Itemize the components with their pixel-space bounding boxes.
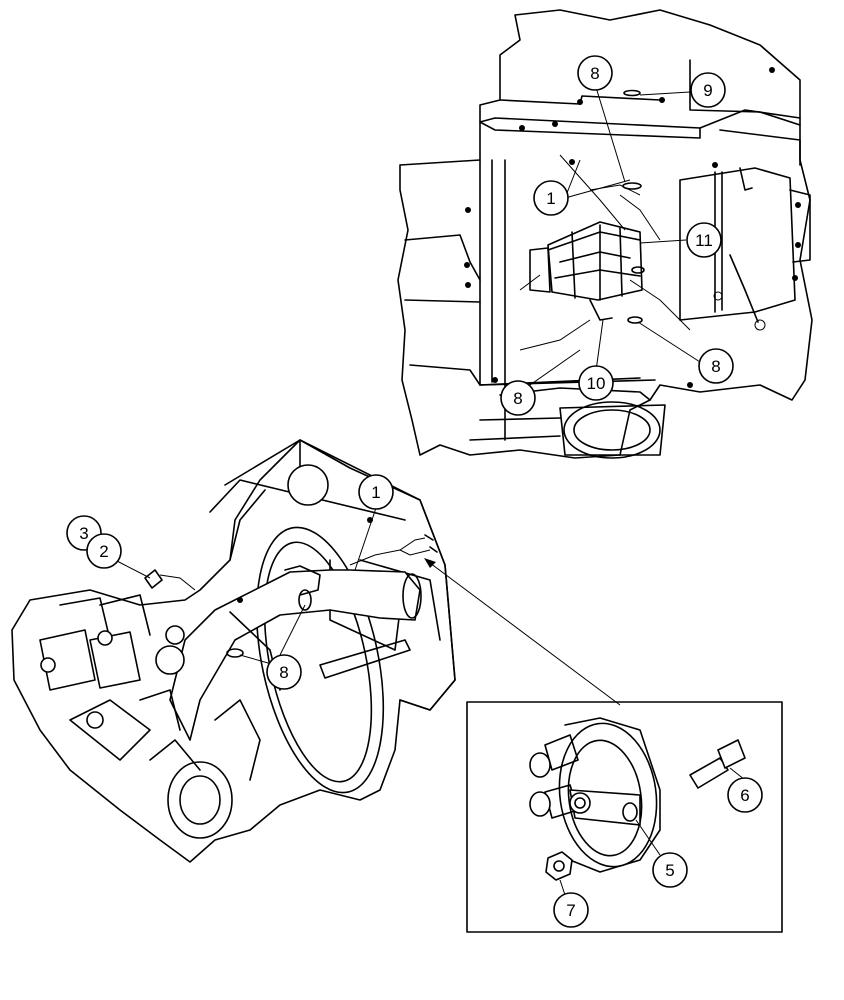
upper-frame-assembly bbox=[397, 9, 813, 459]
callout-8-bottom: 8 bbox=[266, 654, 302, 690]
callout-label: 10 bbox=[587, 374, 606, 393]
callout-label: 8 bbox=[711, 357, 720, 376]
callout-label: 1 bbox=[371, 483, 380, 502]
callout-label: 8 bbox=[279, 663, 288, 682]
inset-leader-line bbox=[425, 559, 621, 706]
callout-label: 1 bbox=[546, 189, 555, 208]
callout-label: 3 bbox=[79, 524, 88, 543]
callout-8-top: 8 bbox=[577, 55, 613, 91]
callout-label: 8 bbox=[513, 389, 522, 408]
callout-8-right: 8 bbox=[698, 348, 734, 384]
callout-2: 2 bbox=[86, 533, 122, 569]
callout-11: 11 bbox=[686, 222, 722, 258]
callout-1-bottom: 1 bbox=[358, 474, 394, 510]
callout-8-left: 8 bbox=[500, 380, 536, 416]
callout-label: 7 bbox=[566, 901, 575, 920]
callout-7: 7 bbox=[553, 892, 589, 928]
callout-leader-lines bbox=[114, 83, 701, 666]
callout-label: 8 bbox=[590, 64, 599, 83]
callout-10: 10 bbox=[578, 365, 614, 401]
callout-5: 5 bbox=[652, 852, 688, 888]
callout-label: 6 bbox=[740, 786, 749, 805]
detail-inset bbox=[466, 701, 783, 933]
lower-cooling-assembly bbox=[11, 439, 456, 863]
callout-6: 6 bbox=[727, 777, 763, 813]
callout-label: 9 bbox=[703, 81, 712, 100]
leader-arrowhead bbox=[424, 558, 436, 568]
callout-label: 5 bbox=[665, 861, 674, 880]
callout-label: 11 bbox=[695, 231, 713, 250]
callout-label: 2 bbox=[99, 542, 108, 561]
callout-9: 9 bbox=[690, 72, 726, 108]
callout-1-top: 1 bbox=[533, 180, 569, 216]
